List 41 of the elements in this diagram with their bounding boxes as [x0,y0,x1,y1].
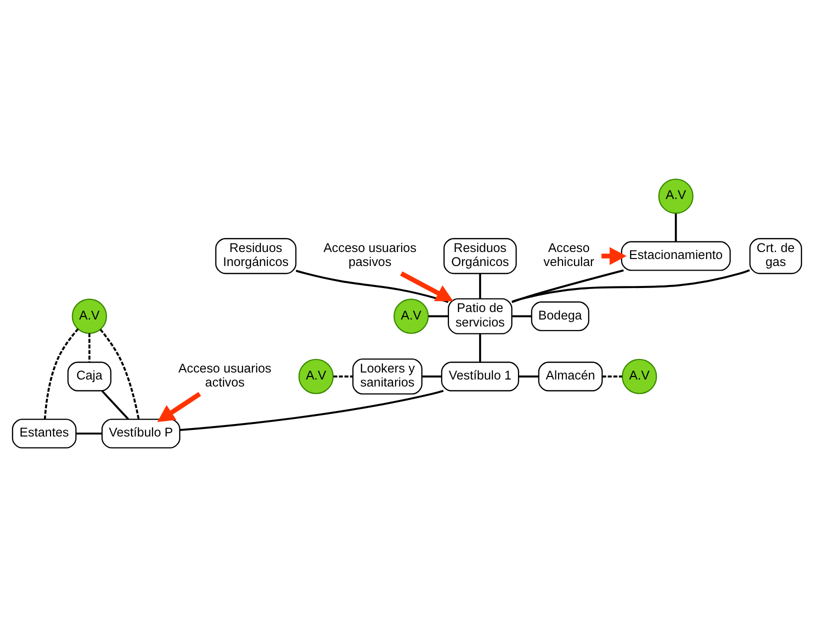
connector [602,376,622,378]
connector [180,390,444,432]
node-box: Caja [67,362,112,392]
connector [428,315,448,318]
connector [674,214,677,242]
connector [101,390,130,420]
node-circle: A.V [394,298,429,334]
node-box: Vestíbulo 1 [441,362,520,392]
node-box: Estantes [12,418,77,448]
node-box: Crt. de gas [749,238,802,274]
node-box: Bodega [531,301,590,332]
node-box: Almacén [538,362,603,392]
node-box: Residuos Orgánicos [443,238,517,274]
connector [88,333,90,362]
connector [479,273,482,299]
node-box: Vestíbulo P [102,418,180,448]
node-box: Patio de servicios [448,298,512,334]
node-box: Residuos Inorgánicos [215,238,296,274]
connector [512,269,624,304]
node-circle: A.V [298,358,334,394]
connector [296,270,449,304]
connector [76,432,102,435]
node-circle: A.V [72,298,108,334]
node-circle: A.V [622,358,658,394]
connector [512,269,750,303]
node-text: Acceso usuarios activos [178,361,272,390]
connector [479,334,482,362]
connector [422,376,442,378]
arrow [157,392,202,422]
node-text: Acceso usuarios pasivos [323,240,416,270]
connector [333,376,353,378]
connector [512,315,532,318]
connector [518,376,539,378]
node-text: Acceso vehicular [544,240,594,270]
node-box: Estacionamiento [620,241,731,271]
arrow [601,247,627,265]
node-box: Lookers y sanitarios [352,358,422,395]
connector [44,328,79,420]
connector [100,328,140,420]
arrow [400,271,454,302]
node-circle: A.V [658,178,694,214]
